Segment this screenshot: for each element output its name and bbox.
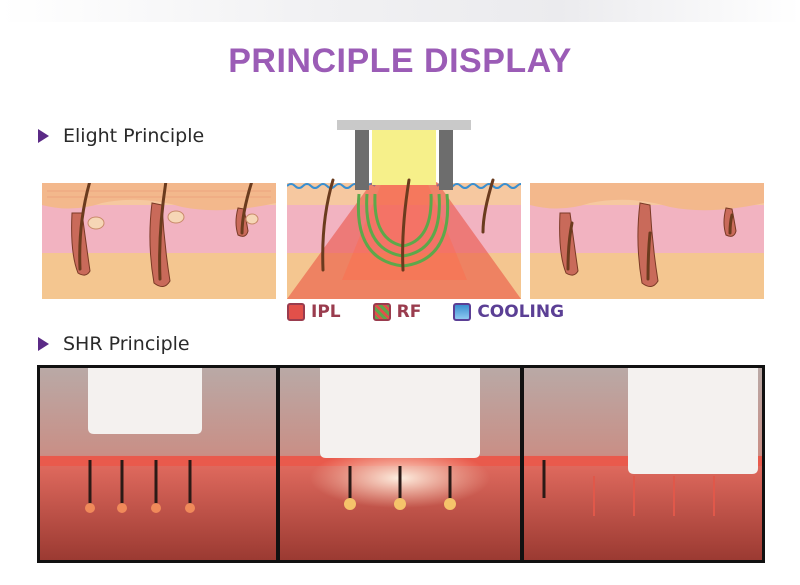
elight-section-heading: Elight Principle — [38, 125, 204, 147]
skin-diagram-before — [42, 183, 276, 299]
ipl-swatch-icon — [287, 303, 305, 321]
page-title: PRINCIPLE DISPLAY — [228, 42, 572, 80]
shr-stage-1 — [40, 368, 276, 560]
skin-diagram-after — [530, 183, 764, 299]
legend-label-ipl: IPL — [311, 302, 341, 322]
shr-diagram-strip — [37, 365, 765, 563]
treatment-legend: IPL RF COOLING — [287, 302, 564, 322]
elight-label: Elight Principle — [63, 125, 205, 147]
cooling-wave-icon — [453, 303, 472, 321]
top-shade — [0, 0, 800, 22]
legend-label-cooling: COOLING — [477, 302, 565, 322]
shr-label: SHR Principle — [63, 333, 190, 355]
play-arrow-icon — [38, 129, 49, 143]
legend-label-rf: RF — [396, 302, 422, 322]
skin-diagram-treatment — [287, 120, 521, 299]
shr-stage-2 — [280, 368, 520, 560]
shr-stage-3 — [524, 368, 762, 560]
play-arrow-icon — [38, 337, 49, 351]
rf-coil-icon — [372, 303, 391, 321]
legend-item-cooling: COOLING — [453, 302, 564, 322]
shr-section-heading: SHR Principle — [38, 333, 190, 355]
legend-item-rf: RF — [372, 302, 422, 322]
legend-item-ipl: IPL — [287, 302, 341, 322]
